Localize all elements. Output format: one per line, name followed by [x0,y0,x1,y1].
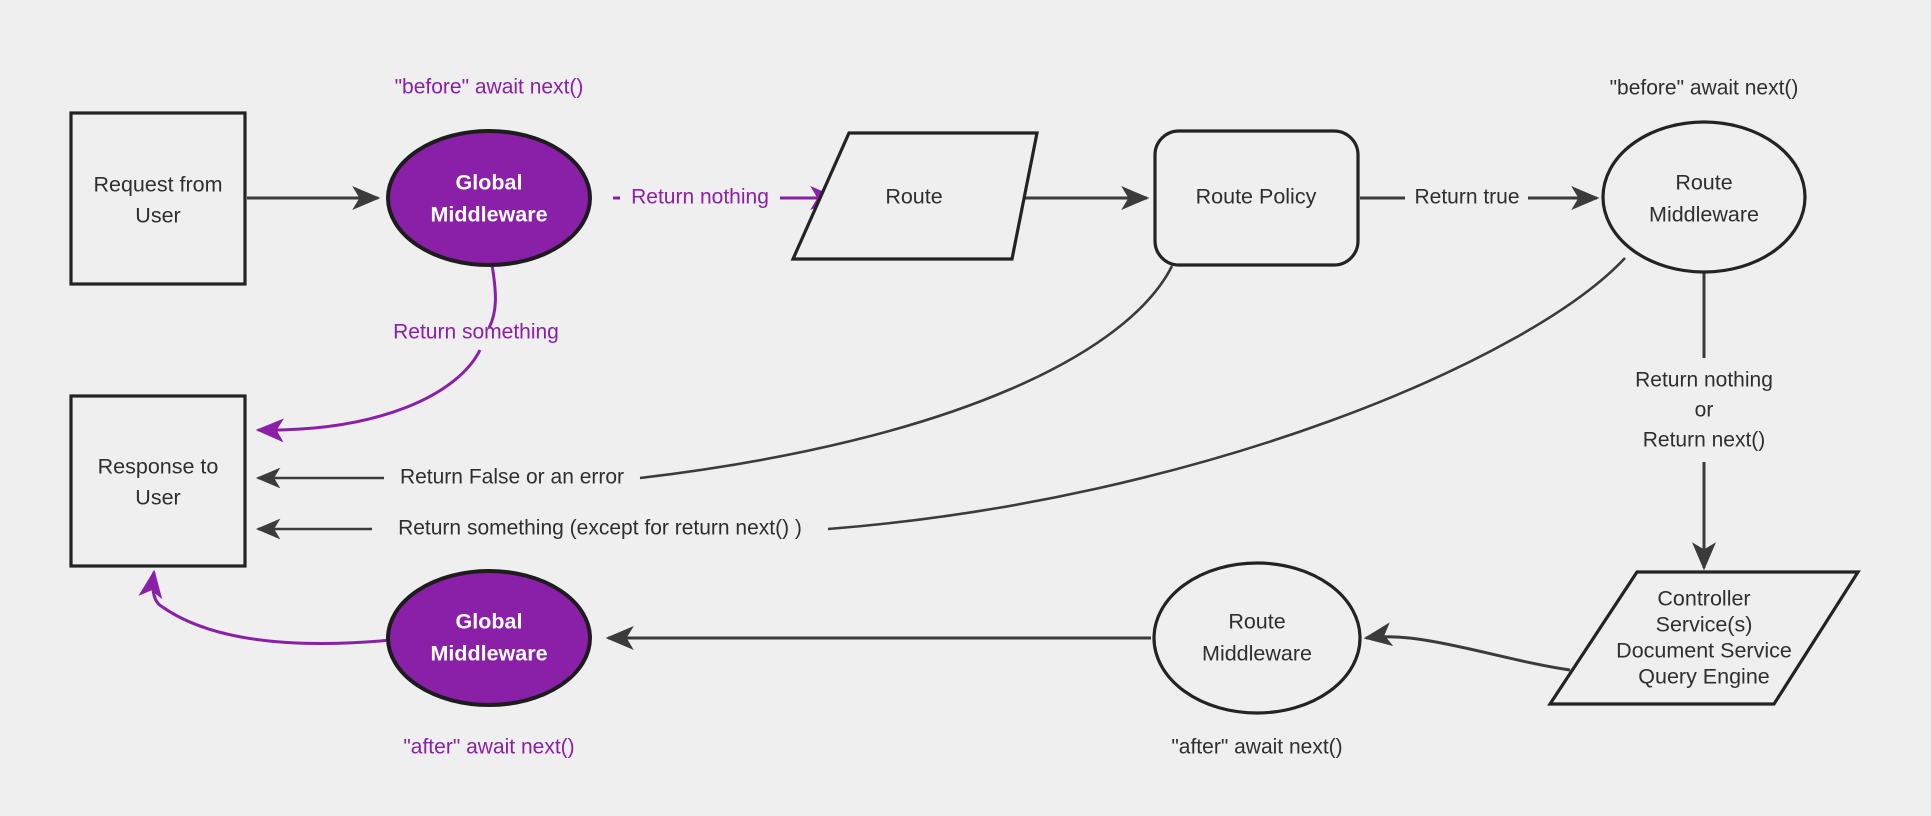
node-controller-services-label-1: Controller [1657,587,1750,611]
node-global-middleware-before-label-1: Global [456,171,523,195]
node-route[interactable] [790,131,1039,261]
annotation-after-await-next-global: "after" await next() [403,736,574,759]
node-request-from-user-label-1: Request from [93,173,222,197]
node-request-from-user[interactable] [69,111,247,286]
node-global-middleware-after-label-2: Middleware [430,642,547,666]
node-response-to-user-label-2: User [135,486,180,510]
edge-route-policy-to-response-curve [639,265,1174,480]
edge-label-return-true: Return true [1414,186,1519,209]
edge-label-return-nothing-route-middleware-1: Return nothing [1635,369,1773,392]
node-route-policy-label: Route Policy [1196,185,1317,209]
node-controller-services-label-2: Service(s) [1656,613,1753,637]
node-route-middleware-before-label-2: Middleware [1649,203,1759,227]
edge-global-middleware-after-to-response [138,569,413,645]
edge-label-return-nothing-route-middleware-3: Return next() [1643,429,1766,452]
node-route-policy[interactable] [1153,129,1360,267]
node-route-middleware-before-label-1: Route [1675,171,1732,195]
edge-label-return-nothing-global: Return nothing [631,186,769,209]
node-route-middleware-before[interactable] [1601,120,1807,274]
node-controller-services-label-3: Document Service [1616,639,1792,663]
node-request-from-user-label-2: User [135,204,180,228]
edge-label-return-something-global: Return something [393,321,559,344]
node-route-middleware-after-label-1: Route [1228,610,1285,634]
edge-global-middleware-to-response [487,264,497,329]
edge-label-return-something-except-next: Return something (except for return next… [398,517,802,540]
node-global-middleware-before-label-2: Middleware [430,203,547,227]
annotation-before-await-next-global: "before" await next() [395,76,584,99]
edge-label-return-nothing-route-middleware-2: or [1695,399,1714,422]
annotation-after-await-next-route: "after" await next() [1171,736,1342,759]
edge-label-return-false-or-error: Return False or an error [400,466,624,489]
node-controller-services-label-4: Query Engine [1638,665,1769,689]
node-response-to-user[interactable] [69,394,247,568]
node-route-middleware-after-label-2: Middleware [1202,642,1312,666]
node-controller-services[interactable] [1547,570,1861,706]
node-route-label: Route [885,185,942,209]
node-route-middleware-after[interactable] [1152,561,1362,715]
node-response-to-user-label-1: Response to [98,455,219,479]
node-global-middleware-after[interactable] [386,569,592,707]
edge-controller-to-route-middleware-after [1363,622,1571,672]
edge-global-middleware-to-response-curve [255,349,482,443]
node-global-middleware-before[interactable] [386,129,592,267]
edge-route-middleware-to-response-curve [827,257,1626,531]
node-global-middleware-after-label-1: Global [456,610,523,634]
annotation-before-await-next-route: "before" await next() [1610,77,1799,100]
